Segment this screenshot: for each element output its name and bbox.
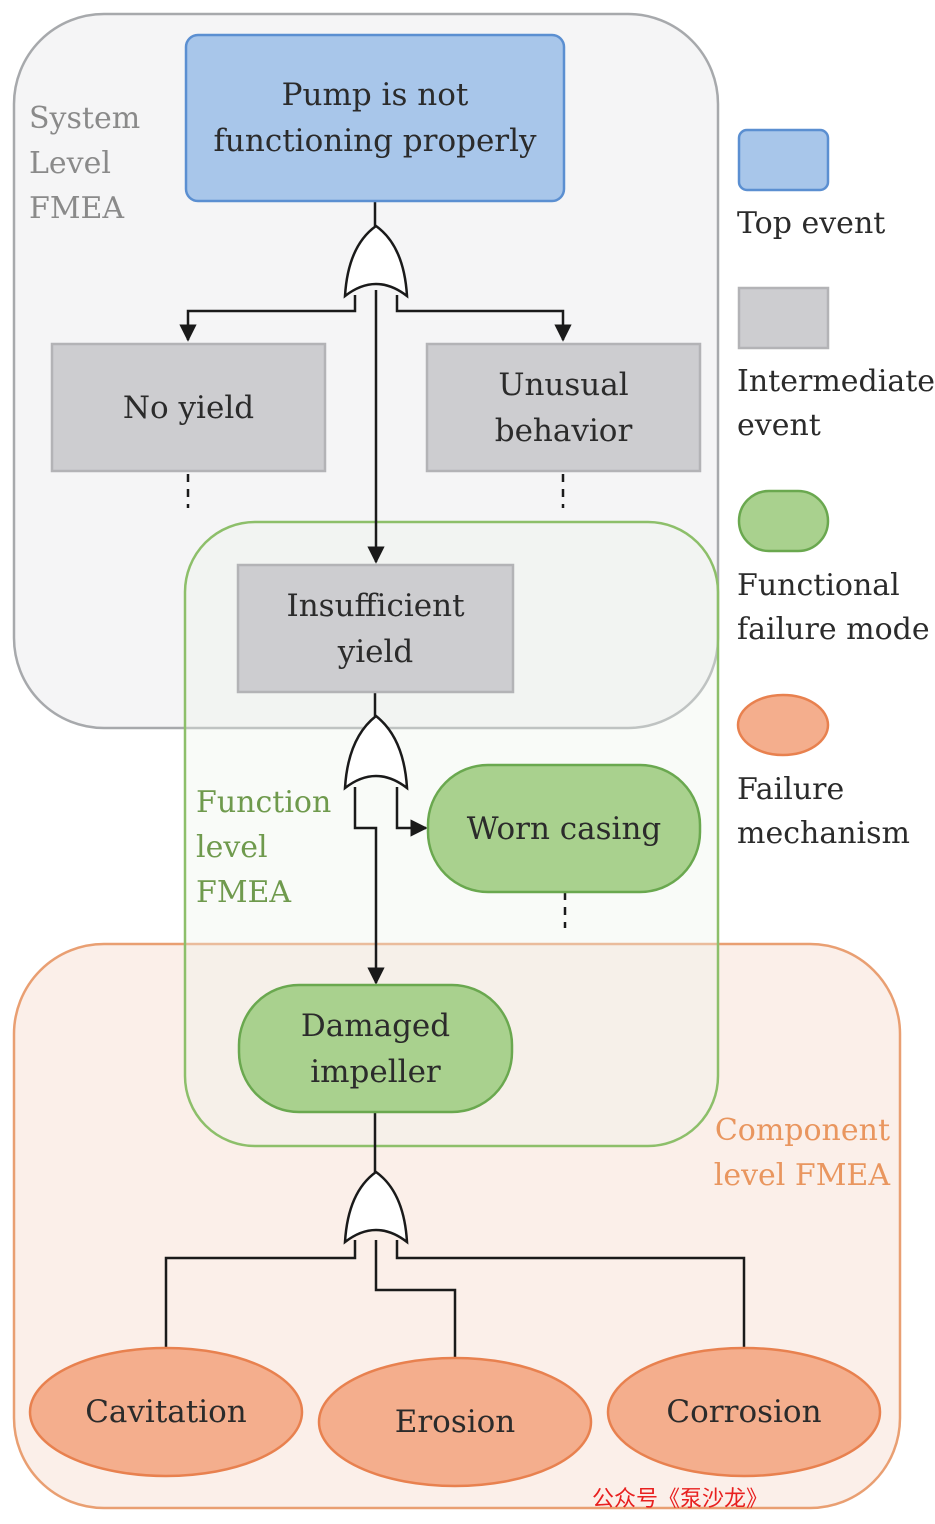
corrosion-shape <box>606 1346 882 1478</box>
erosion-shape <box>317 1356 593 1488</box>
no-yield-shape <box>50 342 327 473</box>
intermediate-event-unusual-behavior: Unusual behavior <box>494 366 633 449</box>
or-gate-1 <box>343 224 409 299</box>
component-level-label: Component level FMEA <box>713 1113 890 1193</box>
legend-mechanism-swatch <box>736 693 830 757</box>
or-gate-3 <box>343 1170 409 1245</box>
legend-mechanism-label: Failure mechanism <box>737 772 910 851</box>
watermark-text: 公众号《泵沙龙》 <box>592 1487 769 1512</box>
worn-casing-shape <box>426 763 702 894</box>
function-level-label: Function level FMEA <box>196 785 332 910</box>
connector-gate-to-damaged-impeller <box>353 787 385 985</box>
connector-gate-to-unusual <box>395 295 572 342</box>
legend-top-event-swatch <box>737 128 830 192</box>
connector-gate-to-cavitation <box>164 1240 357 1348</box>
legend-top-event-label: Top event <box>737 206 886 241</box>
or-gate-2 <box>343 714 409 791</box>
system-level-label: System Level FMEA <box>29 101 141 226</box>
unusual-behavior-shape <box>425 342 702 473</box>
intermediate-event-insufficient-yield: Insufficient yield <box>286 587 465 670</box>
functional-failure-damaged-impeller: Damaged impeller <box>300 1007 451 1090</box>
top-event-shape <box>184 33 566 203</box>
legend-intermediate-swatch <box>737 286 830 350</box>
legend-functional-swatch <box>737 489 830 553</box>
connector-gate-to-no-yield <box>179 295 357 342</box>
connector-gate-to-corrosion <box>395 1240 746 1348</box>
legend-intermediate-label: Intermediate event <box>737 364 935 443</box>
connector-gate-to-worn-casing <box>395 787 428 837</box>
insufficient-yield-shape <box>236 563 515 694</box>
top-event-pump-not-functioning: Pump is not functioning properly <box>213 77 537 159</box>
failure-mechanism-erosion: Erosion <box>394 1404 516 1440</box>
functional-failure-worn-casing: Worn casing <box>466 810 662 847</box>
failure-mechanism-corrosion: Corrosion <box>666 1394 822 1430</box>
intermediate-event-no-yield: No yield <box>122 389 255 426</box>
cavitation-shape <box>28 1346 304 1478</box>
legend-functional-label: Functional failure mode <box>737 568 930 647</box>
damaged-impeller-shape <box>237 983 514 1114</box>
connector-gate-to-erosion <box>374 1240 457 1360</box>
failure-mechanism-cavitation: Cavitation <box>85 1394 247 1430</box>
